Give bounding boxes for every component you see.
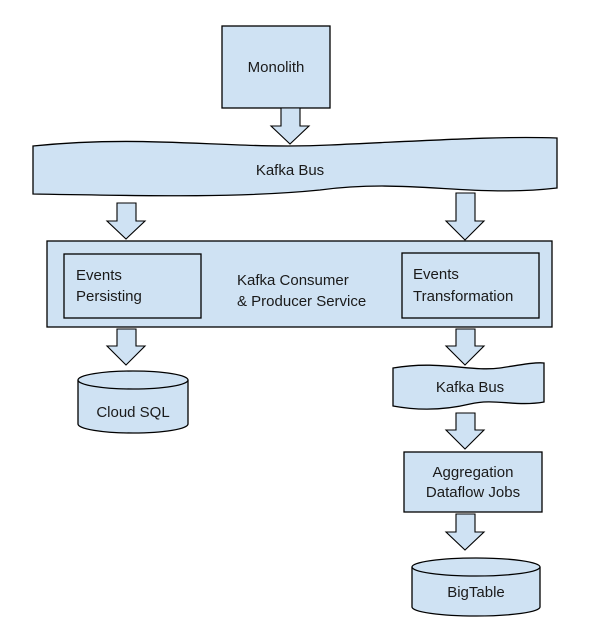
aggregation-label-line2: Dataflow Jobs xyxy=(426,484,520,501)
cloud-sql-cylinder xyxy=(77,380,189,434)
arrow-bus-to-aggregation xyxy=(444,412,486,450)
kafka-bus-secondary-shape xyxy=(392,362,545,410)
events-transformation-label-line1: Events xyxy=(413,266,459,283)
cloud-sql-cylinder-top xyxy=(77,370,189,390)
arrow-aggregation-to-bigtable xyxy=(444,513,486,551)
service-label-line2: & Producer Service xyxy=(237,293,366,310)
arrow-bus-to-persisting xyxy=(105,202,147,240)
events-transformation-box xyxy=(401,252,540,319)
bigtable-label: BigTable xyxy=(447,584,505,601)
bigtable-cylinder xyxy=(411,567,541,617)
events-persisting-label-line2: Persisting xyxy=(76,288,142,305)
kafka-bus-main-label: Kafka Bus xyxy=(256,162,324,179)
aggregation-box xyxy=(403,451,543,513)
events-transformation-label-line2: Transformation xyxy=(413,288,513,305)
cloud-sql-label: Cloud SQL xyxy=(96,404,169,421)
arrow-persisting-to-cloudsql xyxy=(105,328,147,366)
monolith-label: Monolith xyxy=(248,59,305,76)
bigtable-cylinder-top xyxy=(411,557,541,577)
arrow-transformation-to-bus xyxy=(444,328,486,366)
service-label-line1: Kafka Consumer xyxy=(237,272,349,289)
arrow-bus-to-transformation xyxy=(444,192,486,241)
monolith-box xyxy=(221,25,331,109)
events-persisting-label-line1: Events xyxy=(76,267,122,284)
arrow-monolith-to-bus xyxy=(269,107,311,145)
kafka-bus-secondary-label: Kafka Bus xyxy=(436,379,504,396)
events-persisting-box xyxy=(63,253,202,319)
aggregation-label-line1: Aggregation xyxy=(433,464,514,481)
kafka-bus-main-shape xyxy=(32,136,558,197)
